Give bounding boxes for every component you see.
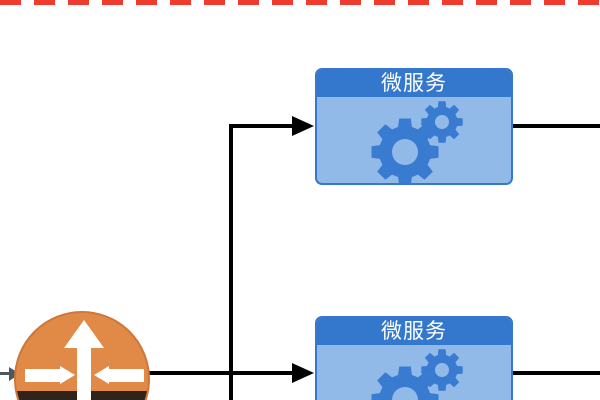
merge-left-arrowhead-icon — [94, 366, 109, 384]
up-arrowhead-icon — [64, 320, 104, 348]
microservice-body — [317, 97, 511, 183]
gears-icon — [371, 349, 463, 400]
trust-boundary-dashed-line — [0, 0, 600, 5]
merge-right-arrowhead-icon — [60, 366, 75, 384]
connector-to-top-service — [229, 124, 293, 128]
up-arrow-icon — [77, 346, 91, 400]
arrowhead-bottom-icon — [292, 363, 314, 383]
connector-vertical-line — [229, 124, 233, 400]
microservice-title: 微服务 — [317, 318, 511, 345]
inbound-arrow-line — [0, 372, 10, 375]
microservice-node-bottom: 微服务 — [315, 316, 513, 400]
gears-icon — [371, 101, 463, 183]
merge-right-arrow-icon — [25, 369, 60, 382]
load-balancer-node — [14, 311, 150, 400]
microservice-node-top: 微服务 — [315, 68, 513, 185]
connector-to-bottom-service — [140, 371, 293, 375]
connector-out-top — [511, 124, 600, 128]
merge-left-arrow-icon — [109, 369, 144, 382]
microservice-title: 微服务 — [317, 70, 511, 97]
arrowhead-top-icon — [292, 116, 314, 136]
connector-out-bottom — [511, 371, 600, 375]
microservice-body — [317, 345, 511, 400]
